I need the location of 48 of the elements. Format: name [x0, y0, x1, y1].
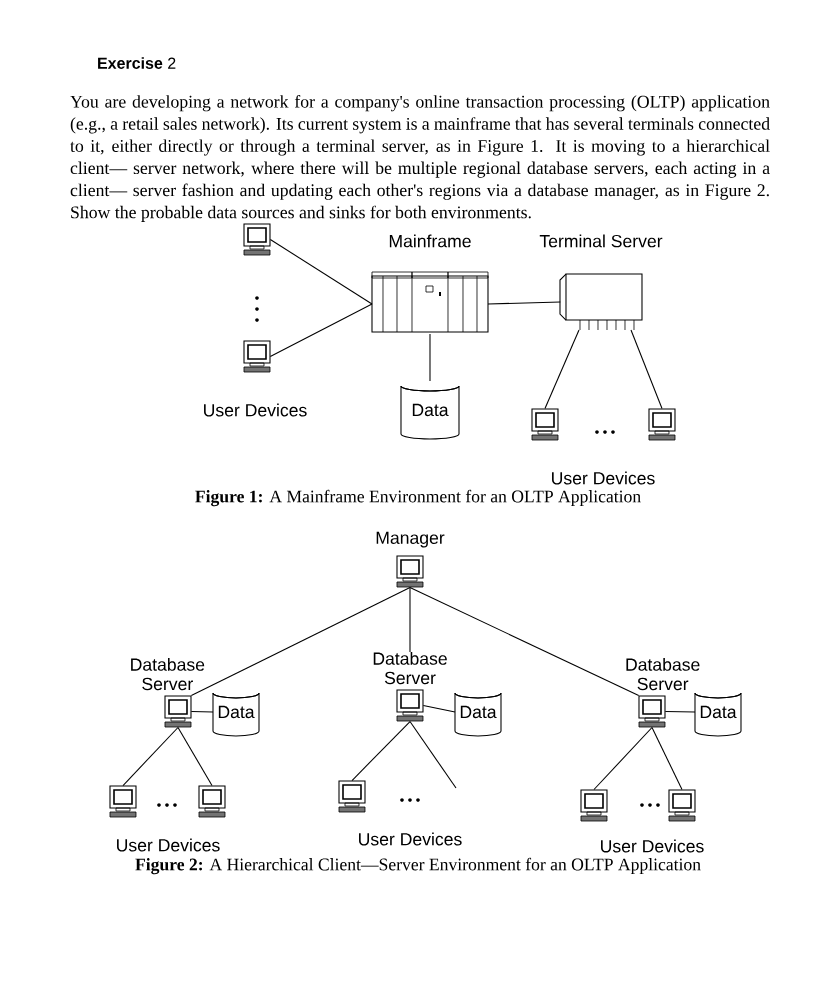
group-label: User Devices: [204, 403, 307, 417]
computer-icon: [648, 408, 676, 441]
connector-line: [664, 710, 696, 713]
mainframe-drawing: Mainframe: [371, 234, 489, 333]
computer-icon: [243, 340, 271, 373]
node-label: Database Server: [131, 657, 205, 691]
computer-icon: [580, 789, 608, 822]
node-label: Database Server: [373, 651, 447, 685]
computer-station: Database Server: [131, 657, 205, 728]
connector-line: [190, 586, 411, 697]
computer-icon: [198, 785, 226, 818]
group-label: User Devices: [601, 839, 704, 853]
exercise-heading: Exercise 2: [98, 57, 176, 69]
computer-icon: [109, 785, 137, 818]
connector-line: [269, 303, 373, 358]
problem-paragraph: You are developing a network for a company's online transaction processing (OLTP) application (e.g., a retail sales network). Its current system is a mainframe that has several terminals connected to it, either directly or through a terminal server, as in Figure 1. It is moving to a hierarchical client— server network, where there will be multiple regional database servers, each acting in a client— server fashion and updating each other's regions via a database manager, as in Figure 2. Show the probable data sources and sinks for both environments.: [70, 95, 770, 222]
computer-icon: [668, 789, 696, 822]
connector-line: [593, 726, 653, 791]
connector-line: [351, 720, 411, 782]
group-label: User Devices: [359, 832, 462, 846]
computer-station: Database Server: [373, 651, 447, 722]
node-label: Terminal Server: [539, 234, 663, 248]
group-label: User Devices: [117, 838, 220, 852]
figure-caption: Figure 1: A Mainframe Environment for an OLTP Application: [195, 489, 641, 507]
connector-line: [422, 704, 456, 713]
connector-line: [269, 238, 373, 305]
connector-line: [409, 720, 457, 789]
connector-line: [651, 726, 683, 791]
computer-icon: [531, 408, 559, 441]
computer-icon: [338, 780, 366, 813]
connector-line: [409, 586, 411, 653]
connector-line: [409, 586, 640, 697]
connector-line: [429, 333, 431, 382]
node-label: Manager: [376, 531, 445, 548]
computer-icon: [243, 223, 271, 256]
terminal-server-drawing: Terminal Server: [539, 234, 663, 331]
computer-station: Manager: [376, 531, 445, 588]
database-cylinder: Data: [400, 385, 460, 440]
node-label: Mainframe: [389, 234, 471, 248]
node-label: Database Server: [626, 657, 700, 691]
figure-caption: Figure 2: A Hierarchical Client—Server Environment for an OLTP Application: [135, 857, 701, 875]
connector-line: [630, 329, 663, 410]
connector-line: [177, 726, 213, 787]
connector-line: [190, 710, 214, 713]
group-label: User Devices: [552, 471, 655, 485]
connector-line: [122, 726, 179, 787]
connector-line: [544, 329, 580, 410]
connector-line: [487, 301, 561, 305]
